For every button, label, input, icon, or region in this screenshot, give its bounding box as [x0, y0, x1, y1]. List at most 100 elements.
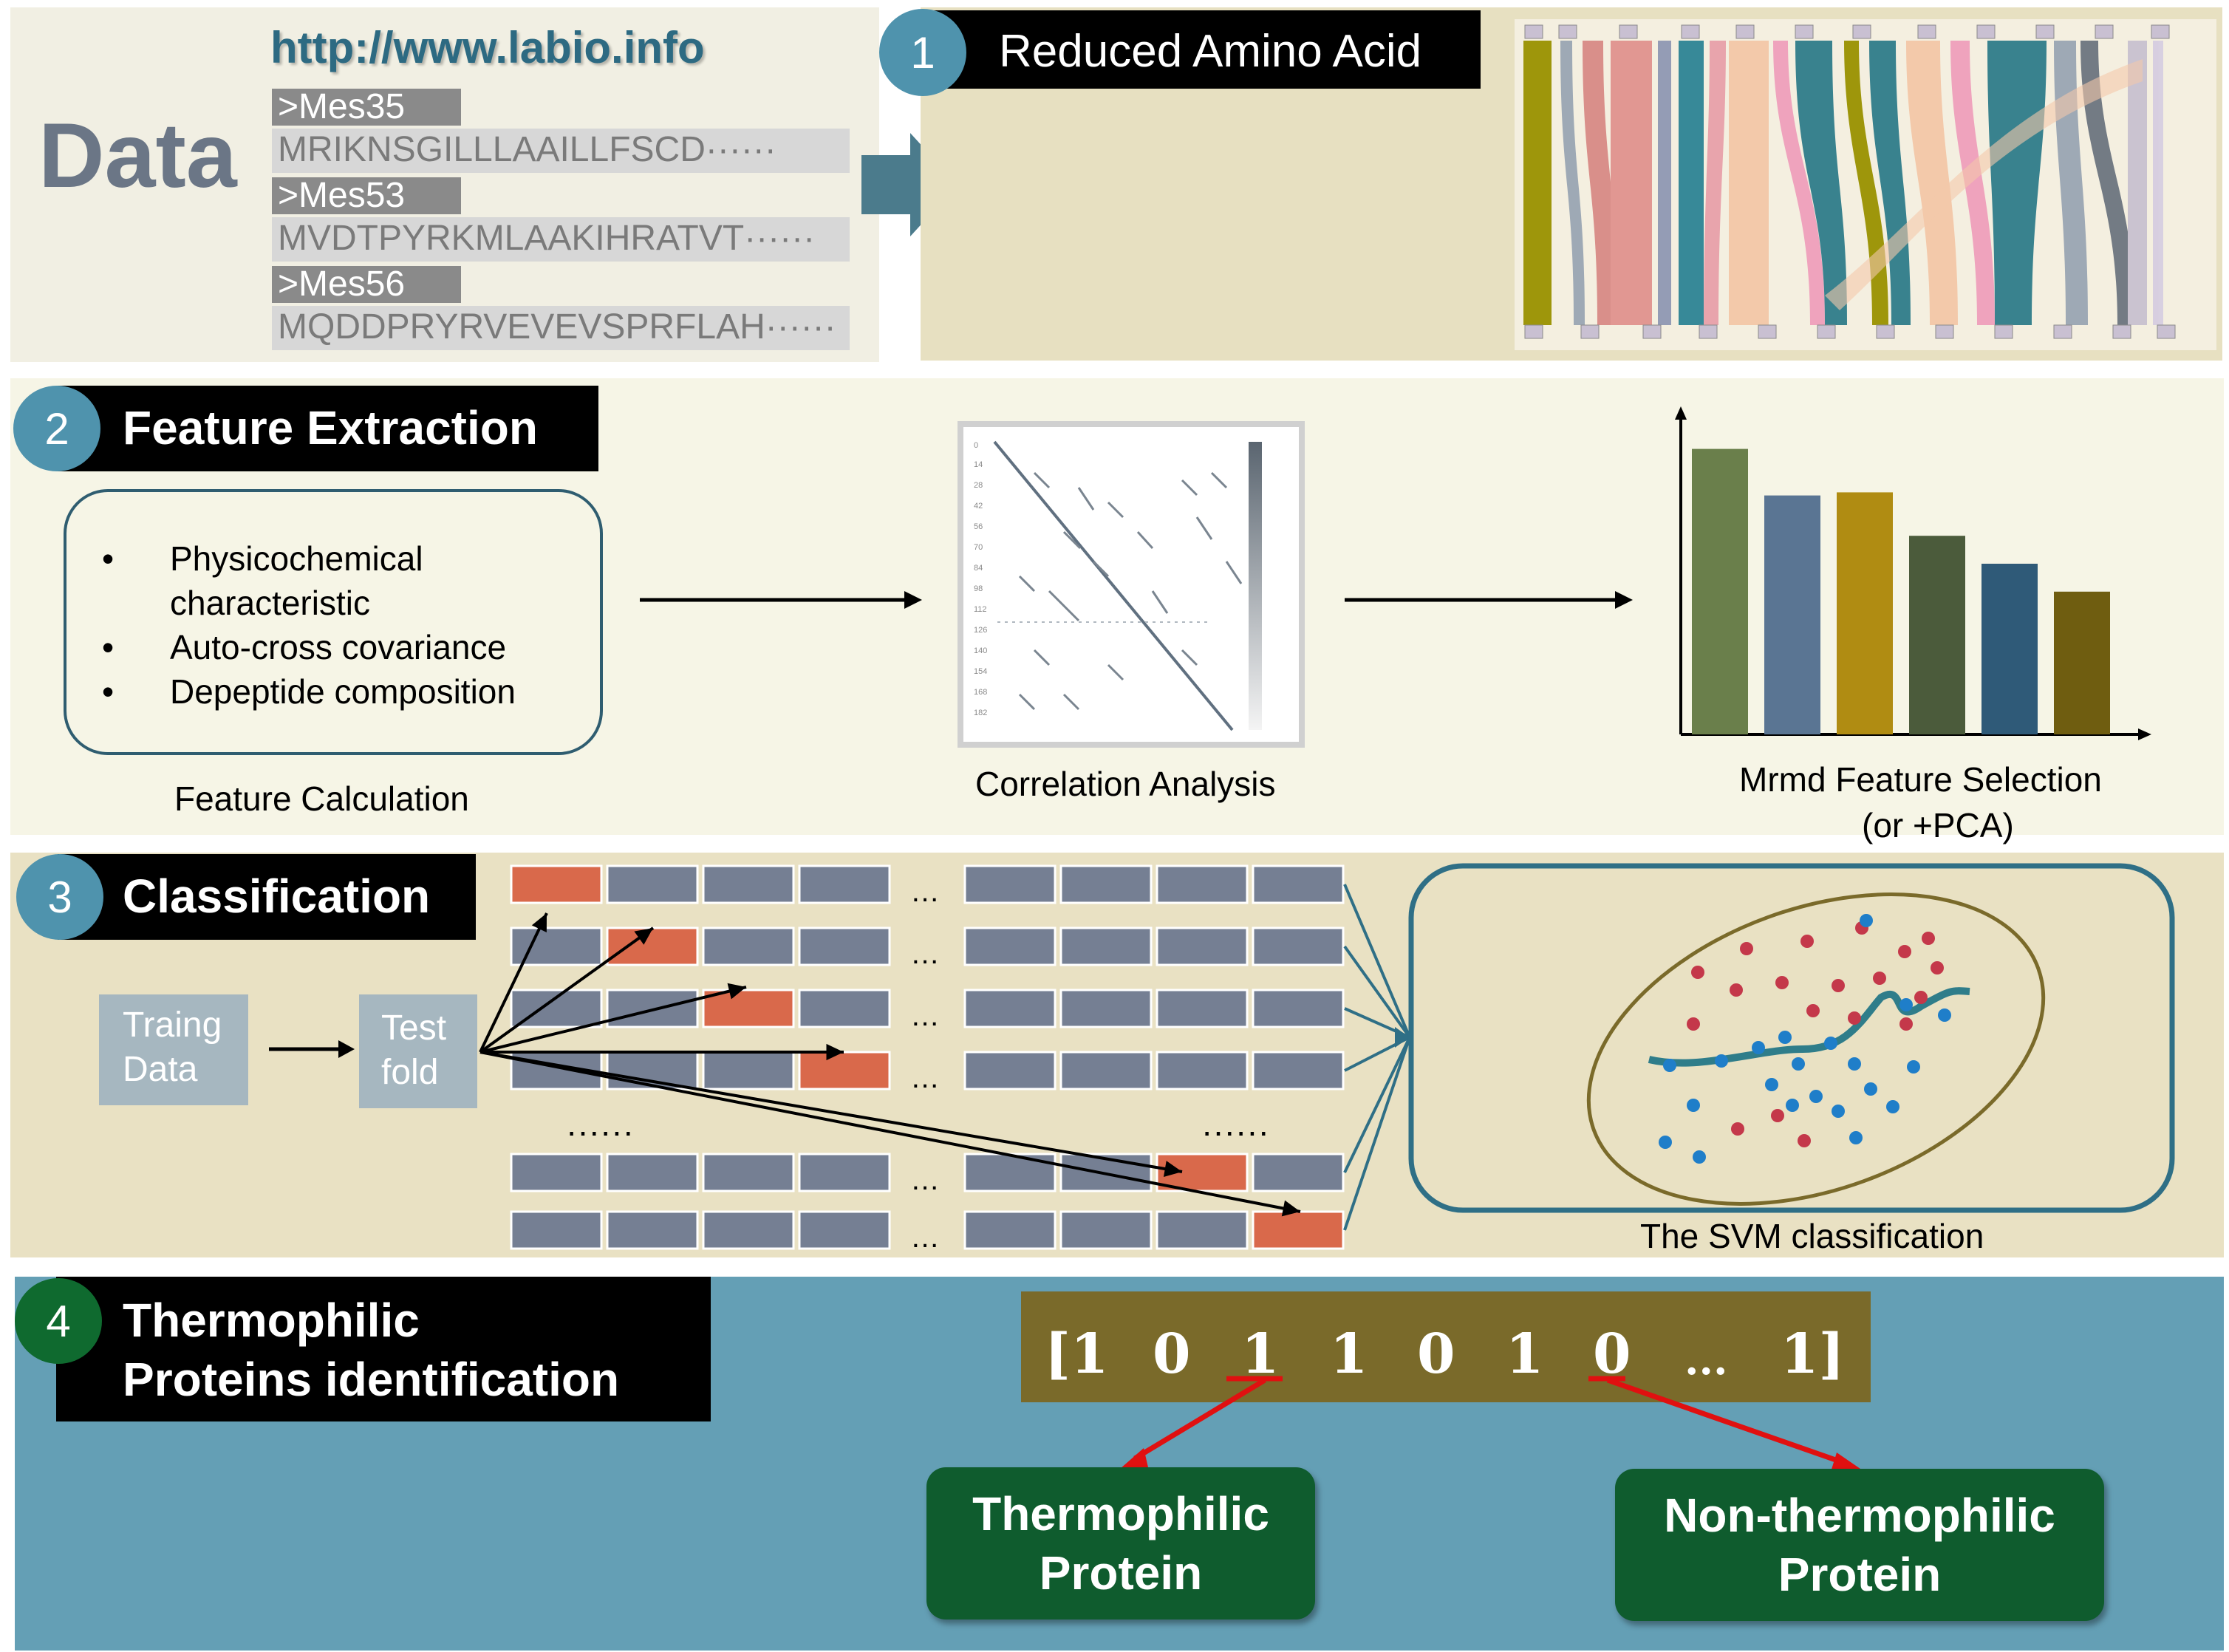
feature-list-box	[64, 489, 603, 755]
fold-cell	[1252, 989, 1345, 1028]
correlation-analysis-caption: Correlation Analysis	[975, 765, 1276, 803]
positive-sample-dot	[1832, 979, 1845, 992]
negative-sample-dot	[1864, 1082, 1877, 1096]
step2-header	[58, 386, 598, 471]
fold-ellipsis: …	[910, 1062, 940, 1094]
fold-connector	[1343, 1037, 1411, 1173]
fold-cell	[510, 1153, 603, 1192]
fold-cell	[702, 926, 795, 966]
test-fold-label-2: fold	[381, 1053, 439, 1092]
source-url[interactable]: http://www.labio.info	[270, 23, 705, 72]
fold-cell	[702, 1210, 795, 1250]
sequence-body-3: MQDDPRYRVEVEVSPRFLAH······	[272, 306, 850, 350]
test-fold-box	[359, 994, 477, 1108]
svg-text:154: 154	[974, 667, 987, 676]
sequence-header-2: >Mes53	[272, 177, 461, 214]
fold-ellipsis: …	[910, 876, 940, 908]
fold-cell	[702, 864, 795, 904]
fold-cell	[963, 926, 1057, 966]
positive-sample-dot	[1873, 972, 1886, 985]
fold-cell	[798, 989, 891, 1028]
svg-text:14: 14	[974, 460, 983, 469]
bullet-dot-1: •	[102, 539, 115, 578]
step4-number-badge: 4	[15, 1278, 102, 1364]
negative-sample-dot	[1687, 1099, 1700, 1112]
non-thermophilic-line1: Non-thermophilic	[1664, 1489, 2055, 1542]
fold-cell	[606, 1051, 699, 1090]
vector-value-3: 1	[1241, 1322, 1280, 1386]
negative-sample-dot	[1907, 1060, 1920, 1074]
bullet-dot-2: •	[102, 628, 115, 666]
mrmd-caption-line1: Mrmd Feature Selection	[1739, 760, 2102, 799]
positive-sample-dot	[1740, 942, 1753, 955]
svm-caption: The SVM classification	[1640, 1217, 1984, 1255]
x-axis-arrowhead	[2138, 728, 2151, 740]
non-thermophilic-protein-box: Non-thermophilic Protein	[1615, 1469, 2104, 1621]
negative-sample-dot	[1715, 1054, 1728, 1068]
negative-sample-dot	[1886, 1100, 1899, 1113]
vector-value-6: 1	[1506, 1322, 1544, 1386]
sequence-header-1: >Mes35	[272, 89, 461, 126]
fold-cell	[510, 864, 603, 904]
positive-sample-dot	[1691, 966, 1704, 979]
fold-cell	[1252, 1210, 1345, 1250]
step4-header	[56, 1277, 711, 1421]
svg-text:42: 42	[974, 502, 983, 511]
fold-cell	[1252, 1051, 1345, 1090]
svg-text:98: 98	[974, 584, 983, 593]
fold-arrow	[479, 1051, 1183, 1173]
positive-sample-dot	[1931, 961, 1944, 975]
step4-title-line2: Proteins identification	[123, 1353, 620, 1406]
training-data-box	[99, 994, 248, 1105]
positive-sample-dot	[1848, 1011, 1861, 1025]
negative-sample-dot	[1663, 1059, 1676, 1072]
fold-arrow	[479, 1051, 1301, 1213]
fold-arrow	[479, 912, 548, 1053]
negative-sample-dot	[1693, 1150, 1706, 1164]
fold-cell	[702, 1153, 795, 1192]
vector-value-4: 1	[1330, 1322, 1368, 1386]
negative-sample-dot	[1778, 1031, 1792, 1044]
step3-header	[58, 854, 476, 940]
positive-sample-dot	[1687, 1017, 1700, 1031]
fold-cell	[963, 989, 1057, 1028]
fold-cell	[1156, 926, 1249, 966]
fold-cell	[1059, 864, 1153, 904]
negative-sample-dot	[1860, 914, 1873, 927]
fold-cell	[702, 989, 795, 1028]
negative-sample-dot	[1792, 1057, 1805, 1071]
thermophilic-line2: Protein	[1039, 1546, 1203, 1600]
feature-bar	[1981, 564, 2038, 734]
fold-arrowhead	[727, 983, 746, 1000]
fold-cell	[606, 864, 699, 904]
fold-cell	[606, 926, 699, 966]
negative-sample-dot	[1832, 1105, 1845, 1118]
svg-text:140: 140	[974, 646, 987, 655]
fold-cell	[963, 1210, 1057, 1250]
fold-cell	[798, 926, 891, 966]
positive-sample-dot	[1771, 1109, 1784, 1122]
bullet-dot-3: •	[102, 672, 115, 711]
feature-bar	[2054, 591, 2110, 734]
fold-connector	[1343, 945, 1411, 1039]
fold-arrowhead	[531, 913, 547, 932]
step2-title: Feature Extraction	[123, 401, 538, 454]
fold-cell	[798, 1210, 891, 1250]
negative-sample-dot	[1824, 1037, 1837, 1050]
fold-arrow	[479, 926, 655, 1054]
positive-sample-dot	[1806, 1004, 1820, 1017]
fold-ellipsis: …	[910, 938, 940, 970]
fold-arrowhead	[1281, 1200, 1300, 1217]
vector-value-2: 0	[1153, 1322, 1191, 1386]
fold-connector	[1343, 884, 1411, 1038]
fold-arrowhead	[826, 1043, 844, 1061]
fold-connector	[1343, 1037, 1411, 1231]
positive-sample-dot	[1730, 983, 1743, 997]
thermophilic-line1: Thermophilic	[972, 1487, 1269, 1540]
feature-item-1: Physicochemical characteristic	[170, 539, 423, 622]
thermophilic-protein-box: Thermophilic Protein	[926, 1467, 1315, 1619]
vector-value-7: 0	[1593, 1322, 1631, 1386]
feature-bar	[1764, 495, 1820, 734]
